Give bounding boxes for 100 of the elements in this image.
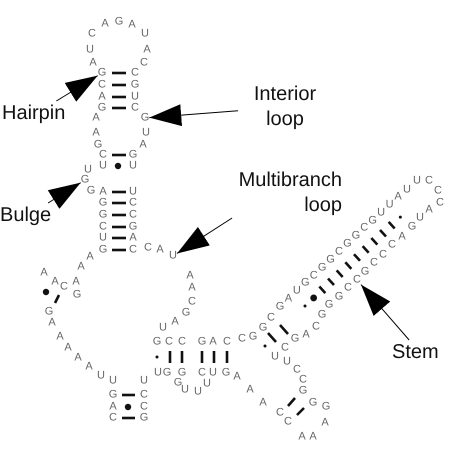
nucleotide-letter: G xyxy=(198,336,206,348)
nucleotide-letter: C xyxy=(178,336,186,348)
nucleotide-letter: G xyxy=(178,368,186,378)
nucleotide-letter: U xyxy=(203,378,211,390)
nucleotide-letter: U xyxy=(99,232,107,244)
nucleotide-letter: U xyxy=(99,160,107,172)
nucleotide-letter: G xyxy=(98,102,106,114)
nucleotide-letter: A xyxy=(302,330,310,340)
nucleotide-letter: A xyxy=(321,418,329,428)
nucleotide-letter: G xyxy=(318,310,326,320)
nucleotide-letter: A xyxy=(171,316,179,328)
leader-arrow xyxy=(360,284,410,340)
nucleotide-letter: G xyxy=(162,368,172,378)
nucleotide-letter: G xyxy=(152,336,162,348)
nucleotide-letter: C xyxy=(335,246,343,258)
nucleotide-letter: A xyxy=(129,232,137,244)
nucleotide-letter: C xyxy=(434,186,442,196)
nucleotide-letter: C xyxy=(312,322,320,332)
nucleotide-letter: A xyxy=(92,128,100,138)
nucleotide-letter: G xyxy=(128,150,138,160)
nucleotide-letter: A xyxy=(98,92,106,102)
nucleotide-letter: U xyxy=(86,44,94,56)
nucleotide-letter: C xyxy=(388,240,396,250)
nucleotide-letter: C xyxy=(99,150,107,160)
annotation-label: Multibranch loop xyxy=(200,168,342,218)
nucleotide-letter: A xyxy=(188,282,196,294)
nucleotide-letter: A xyxy=(89,58,97,68)
nucleotide-letter: G xyxy=(334,292,344,302)
nucleotide-letter: G xyxy=(130,80,140,90)
nucleotide-letter: A xyxy=(101,18,109,30)
nucleotide-letter: G xyxy=(276,302,284,312)
nucleotide-letter: A xyxy=(309,432,317,442)
nucleotide-letter: C xyxy=(344,282,352,294)
nucleotide-letter: C xyxy=(60,282,68,292)
nucleotide-letter: G xyxy=(98,198,108,208)
leader-arrow xyxy=(56,75,98,102)
nucleotide-letter: G xyxy=(44,306,54,318)
nucleotide-letter: G xyxy=(94,140,102,150)
nucleotide-letter: A xyxy=(40,268,48,278)
nucleotide-letter: C xyxy=(238,334,246,344)
nucleotide-letter: U xyxy=(194,386,202,398)
nucleotide-letter: C xyxy=(299,374,307,386)
nucleotide-letter: U xyxy=(292,286,301,297)
nucleotide-letter: C xyxy=(129,210,137,220)
nucleotide-letter: A xyxy=(398,232,406,242)
nucleotide-letter: C xyxy=(129,244,137,256)
nucleotide-letter: C xyxy=(140,390,148,400)
nucleotide-letter: G xyxy=(140,412,148,424)
nucleotide-letter: A xyxy=(156,244,164,256)
nucleotide-letter: C xyxy=(284,416,292,428)
nucleotide-letter: U xyxy=(283,356,291,368)
nucleotide-letter: G xyxy=(322,402,330,412)
nucleotide-letter: A xyxy=(51,276,59,288)
nucleotide-letter: A xyxy=(77,262,85,272)
nucleotide-letter: U xyxy=(154,368,162,378)
nucleotide-letter: G xyxy=(182,308,190,318)
nucleotide-letter: C xyxy=(370,258,378,268)
nucleotide-letter: U xyxy=(97,370,105,382)
annotation-label: Hairpin xyxy=(2,101,70,126)
nucleotide-letter: A xyxy=(86,252,94,262)
nucleotide-letter: U xyxy=(141,28,149,40)
nucleotide-letter: A xyxy=(394,192,402,202)
annotation-label: Stem xyxy=(392,340,448,365)
nucleotide-letter: G xyxy=(174,378,182,388)
annotation-label: Interior loop xyxy=(238,82,332,132)
leader-arrow xyxy=(176,218,233,254)
nucleotide-letter: A xyxy=(259,398,267,408)
nucleotide-letter: A xyxy=(209,336,217,348)
nucleotide-letter: U xyxy=(181,384,189,396)
nucleotide-letter: G xyxy=(258,322,268,334)
nucleotide-letter: U xyxy=(142,128,150,138)
nucleotide-letter: A xyxy=(298,432,306,442)
nucleotide-letter: C xyxy=(165,336,173,348)
nucleotide-letter: U xyxy=(109,376,117,386)
nucleotide-letter: C xyxy=(310,270,318,282)
nucleotide-letter: C xyxy=(144,242,152,254)
nucleotide-letter: G xyxy=(108,390,118,400)
nucleotide-letter: G xyxy=(324,300,334,310)
nucleotide-letter: U xyxy=(413,176,421,186)
nucleotide-letter: C xyxy=(425,176,433,186)
nucleotide-letter: U xyxy=(159,322,167,334)
nucleotide-letter: G xyxy=(248,332,258,342)
nucleotide-letter: A xyxy=(74,352,82,364)
nucleotide-letter: G xyxy=(140,112,150,124)
nucleotide-letter: G xyxy=(368,215,377,226)
nucleotide-letter: U xyxy=(416,212,424,224)
leader-arrow xyxy=(48,182,82,209)
nucleotide-letter: C xyxy=(223,336,231,348)
nucleotide-letter: G xyxy=(128,222,138,232)
nucleotide-letter: C xyxy=(198,368,206,378)
nucleotide-letter: C xyxy=(360,222,368,234)
nucleotide-letter: A xyxy=(99,186,107,198)
nucleotide-letter: A xyxy=(284,294,292,305)
nucleotide-letter: U xyxy=(271,352,279,362)
nucleotide-letter: A xyxy=(139,140,147,150)
nucleotide-letter: G xyxy=(408,222,416,232)
nucleotide-letter: G xyxy=(222,368,230,378)
nucleotide-letter: A xyxy=(233,372,241,382)
nucleotide-letter: U xyxy=(403,184,411,196)
nucleotide-letter: C xyxy=(88,28,96,40)
